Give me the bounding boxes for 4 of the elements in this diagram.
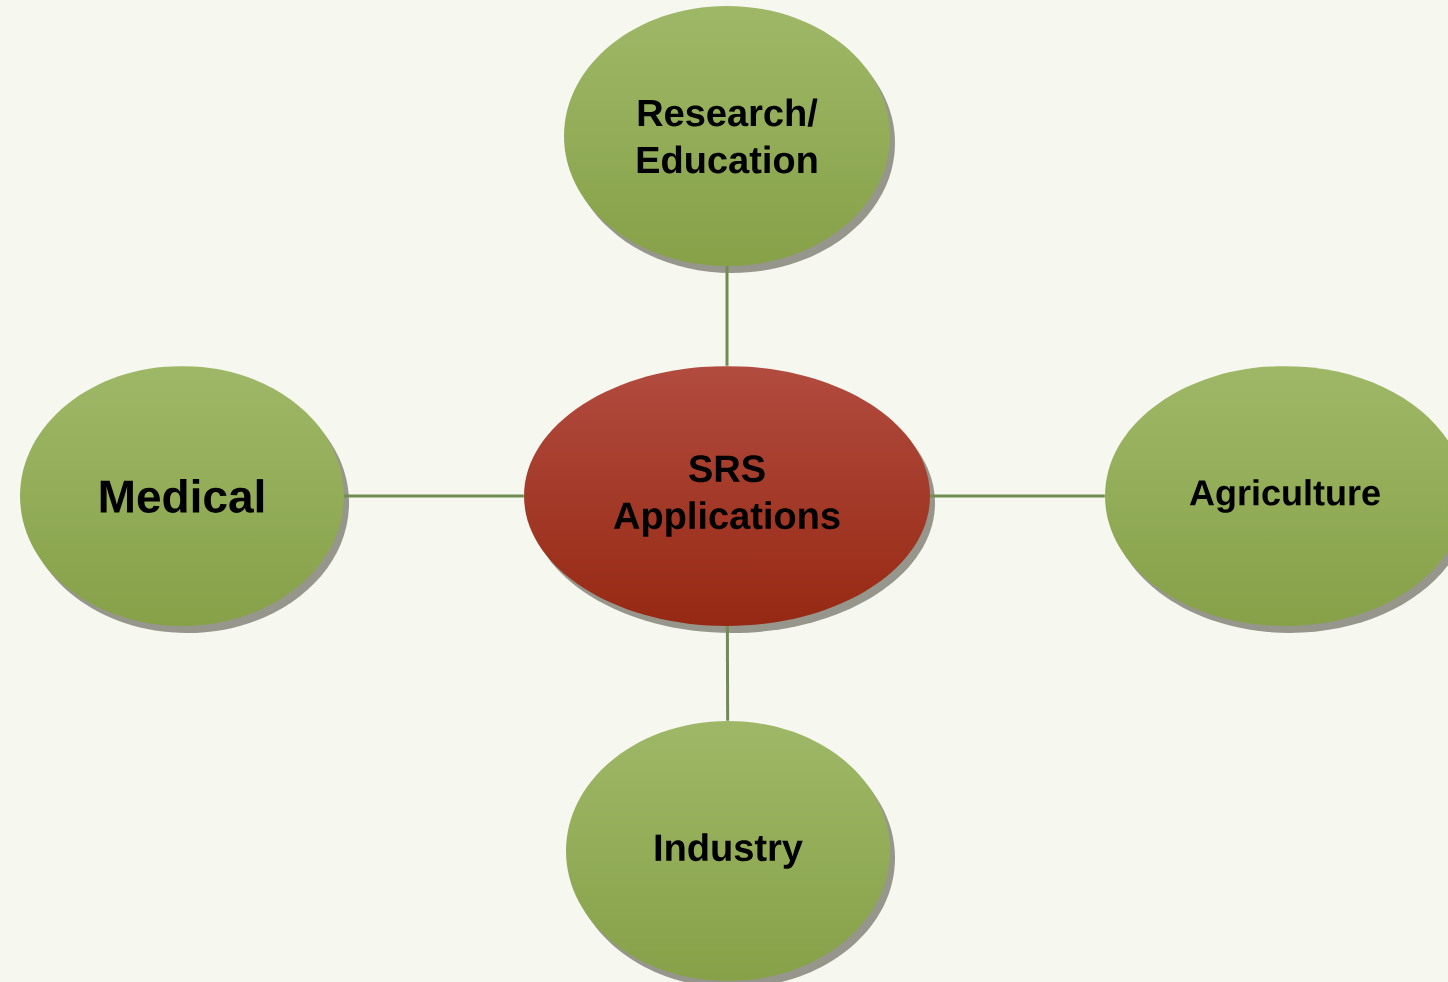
connector-line <box>725 266 729 366</box>
connector-line <box>725 626 730 721</box>
connector-line <box>930 494 1105 498</box>
connector-line <box>344 494 524 498</box>
